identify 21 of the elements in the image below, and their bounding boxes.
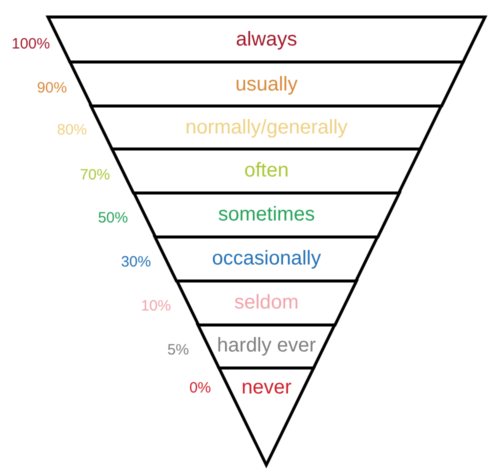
- frequency-word: always: [236, 28, 298, 52]
- frequency-word: seldom: [234, 292, 299, 314]
- percentage-label: 70%: [80, 166, 110, 184]
- percentage-label: 10%: [140, 297, 171, 315]
- frequency-word: often: [244, 160, 289, 182]
- frequency-word: sometimes: [218, 204, 315, 226]
- percentage-label: 30%: [120, 253, 151, 271]
- percentage-label: 50%: [98, 209, 128, 227]
- frequency-word: never: [241, 376, 292, 400]
- percentage-label: 90%: [36, 79, 67, 97]
- funnel-band: [108, 145, 425, 197]
- funnel-band: [66, 58, 468, 110]
- percentage-label: 0%: [189, 379, 211, 397]
- frequency-word: usually: [235, 74, 298, 96]
- percentage-label: 5%: [167, 341, 189, 359]
- percentage-label: 80%: [56, 121, 87, 139]
- percentage-label: 100%: [12, 35, 50, 53]
- frequency-word: hardly ever: [217, 334, 316, 358]
- frequency-word: occasionally: [212, 248, 321, 270]
- frequency-word: normally/generally: [185, 116, 348, 140]
- funnel-band: [215, 364, 318, 469]
